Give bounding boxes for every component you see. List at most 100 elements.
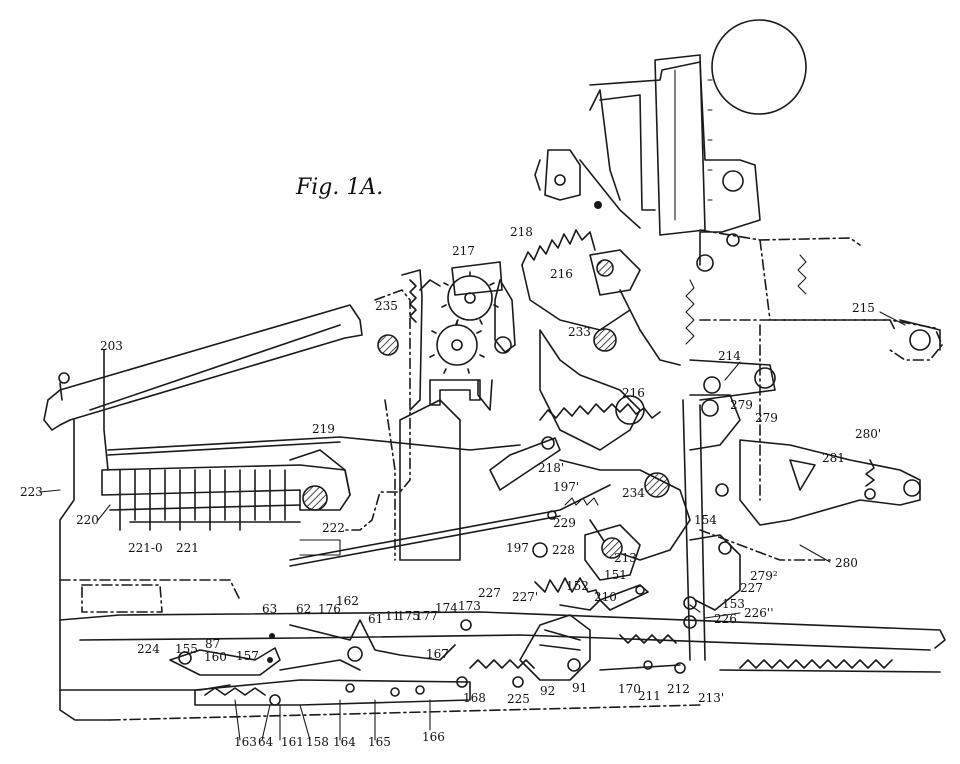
label-227-prime: 227': [512, 590, 538, 604]
label-152: 152: [566, 579, 589, 593]
label-154: 154: [694, 513, 717, 527]
label-177: 177: [415, 609, 438, 623]
link-218-prime: [489, 437, 561, 491]
comb-assembly-220: [101, 449, 351, 556]
spring-197: [564, 497, 599, 506]
link-233: [619, 289, 681, 366]
pivot-216-upper: [596, 259, 614, 277]
label-166: 166: [422, 730, 445, 744]
label-161: 161: [281, 735, 304, 749]
label-221: 221: [176, 541, 199, 555]
label-235: 235: [375, 299, 398, 313]
label-221-0: 221-0: [128, 541, 163, 555]
label-213-prime: 213': [698, 691, 724, 705]
label-279-2: 279²: [750, 569, 778, 583]
label-87: 87: [205, 637, 220, 651]
label-160: 160: [204, 650, 227, 664]
label-91: 91: [572, 681, 587, 695]
label-214: 214: [718, 349, 741, 363]
label-279-b: 279: [755, 411, 778, 425]
label-234: 234: [622, 486, 645, 500]
cam-233: [539, 329, 641, 451]
leader-lines: [39, 311, 906, 741]
label-158: 158: [306, 735, 329, 749]
gear-rack-218: [521, 229, 596, 266]
label-227-mid: 227: [478, 586, 501, 600]
label-225: 225: [507, 692, 530, 706]
sector-92: [519, 614, 591, 681]
gear-train-217: [419, 261, 516, 411]
rack-227-prime: [534, 577, 601, 611]
label-233: 233: [568, 325, 591, 339]
label-224: 224: [137, 642, 160, 656]
spring-vertical: [685, 279, 695, 345]
label-223: 223: [20, 485, 43, 499]
pivot-234: [644, 472, 670, 498]
cam-234: [559, 459, 691, 561]
frame-plate-left: [344, 269, 461, 561]
label-217: 217: [452, 244, 475, 258]
label-213: 213: [614, 551, 637, 565]
label-227-right: 227: [740, 581, 763, 595]
label-211: 211: [638, 689, 661, 703]
label-175: 175: [397, 609, 420, 623]
label-61: 61: [368, 612, 383, 626]
label-210: 210: [594, 590, 617, 604]
label-222: 222: [322, 521, 345, 535]
label-168: 168: [463, 691, 486, 705]
crank-228: [584, 524, 641, 581]
lever-216-upper: [589, 249, 641, 296]
lower-left-box: [81, 584, 163, 613]
label-62: 62: [296, 602, 311, 616]
label-226-dprime: 226'': [744, 606, 774, 620]
lever-214: [689, 359, 776, 497]
label-153: 153: [722, 597, 745, 611]
label-162: 162: [336, 594, 359, 608]
label-219: 219: [312, 422, 335, 436]
label-203: 203: [100, 339, 123, 353]
label-218-prime: 218': [538, 461, 564, 475]
label-228: 228: [552, 543, 575, 557]
label-212: 212: [667, 682, 690, 696]
label-174: 174: [435, 601, 458, 615]
label-170: 170: [618, 682, 641, 696]
link-280: [699, 439, 921, 561]
label-164: 164: [333, 735, 356, 749]
label-216-upper: 216: [550, 267, 573, 281]
rod-219: [107, 436, 521, 451]
label-11: 11: [385, 609, 400, 623]
label-220: 220: [76, 513, 99, 527]
roller-222: [302, 485, 328, 511]
label-151: 151: [604, 568, 627, 582]
slide-163: [194, 659, 471, 706]
pivot-235: [377, 334, 399, 356]
label-155: 155: [175, 642, 198, 656]
gear-body-218: [521, 264, 631, 331]
label-280-prime: 280': [855, 427, 881, 441]
lever-155: [169, 647, 281, 676]
label-215: 215: [852, 301, 875, 315]
gear-teeth-234: [539, 403, 661, 421]
label-279-a: 279: [730, 398, 753, 412]
label-280: 280: [835, 556, 858, 570]
label-216-lower: 216: [622, 386, 645, 400]
lever-215: [699, 319, 943, 361]
label-64: 64: [258, 735, 274, 749]
label-197: 197: [506, 541, 529, 555]
reference-labels: 203 223 220 221-0 221 222 219 235 217 21…: [20, 225, 881, 749]
label-176: 176: [318, 602, 341, 616]
wheel-216-lower: [615, 395, 645, 425]
rod-197: [289, 484, 611, 561]
label-229: 229: [553, 516, 576, 530]
label-167: 167: [426, 647, 449, 661]
ribbon-mechanism: [534, 89, 641, 229]
platen-circle: [711, 19, 807, 115]
frame-223: [59, 419, 111, 721]
label-281: 281: [822, 451, 845, 465]
slot-link-210: [599, 584, 649, 611]
label-165: 165: [368, 735, 391, 749]
label-63: 63: [262, 602, 277, 616]
label-197-prime: 197': [553, 480, 579, 494]
